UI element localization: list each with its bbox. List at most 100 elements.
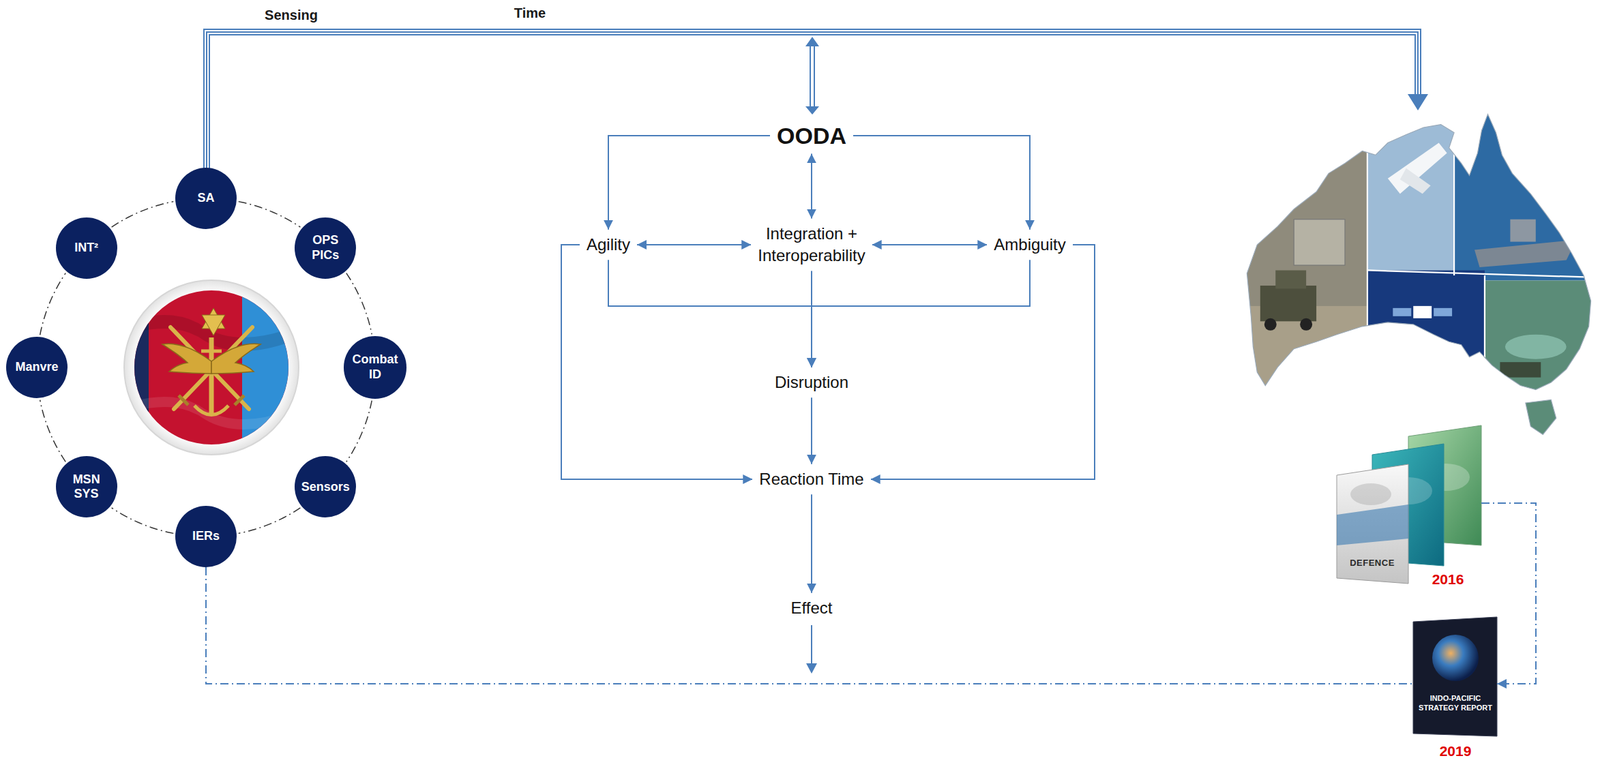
capability-circle: Combat ID xyxy=(343,336,407,399)
vehicle xyxy=(1499,362,1541,378)
node-label: Ambiguity xyxy=(993,233,1066,256)
wheel xyxy=(1299,318,1313,331)
flow-label: Sensing xyxy=(264,7,318,24)
node-label: Reaction Time xyxy=(759,468,864,491)
factor-label: Agility xyxy=(579,229,637,260)
map-tile xyxy=(1239,306,1368,419)
flow-arrow xyxy=(636,244,751,246)
effect-arrow xyxy=(810,625,813,665)
capability-circle: OPS PICs xyxy=(294,217,357,279)
sword-hilt xyxy=(178,395,189,406)
aircraft xyxy=(1387,142,1448,194)
satellite xyxy=(1392,308,1412,317)
map-tile xyxy=(1484,280,1598,439)
node-label: OODA xyxy=(776,122,847,151)
map-tile xyxy=(1367,102,1455,271)
flow-arrow xyxy=(561,244,753,480)
flow-arrow xyxy=(810,153,813,219)
arrow-head xyxy=(805,106,820,115)
eagle-wing xyxy=(211,343,261,374)
node-label: Disruption xyxy=(774,371,849,394)
satellite xyxy=(1413,306,1432,319)
node-label: Effect xyxy=(791,597,833,620)
arrow-head xyxy=(1407,94,1429,111)
sensing-line xyxy=(206,32,1418,169)
stage-label: Reaction Time xyxy=(752,464,871,495)
map-outline xyxy=(1246,114,1591,436)
emblem-frame xyxy=(124,280,299,455)
arrow-head xyxy=(806,663,818,674)
arrow-head xyxy=(805,36,820,47)
flow-arrow xyxy=(853,135,1030,230)
node-label: Sensors xyxy=(301,480,350,496)
cover-title: DEFENCE xyxy=(1349,557,1395,569)
capability-circle: MSN SYS xyxy=(55,456,118,518)
anchor xyxy=(201,349,222,354)
node-label: 2019 xyxy=(1439,743,1472,760)
map-tile xyxy=(1454,102,1597,281)
stage-label: Effect xyxy=(784,593,840,624)
flow-arrow xyxy=(810,397,813,465)
flag-navy xyxy=(129,286,149,451)
document-cover xyxy=(1413,617,1498,737)
reference-link xyxy=(205,567,1414,685)
factor-label: Ambiguity xyxy=(986,229,1073,260)
emblem-star xyxy=(201,315,226,336)
tile-edge xyxy=(1484,275,1486,419)
tile-edge xyxy=(1367,270,1598,277)
flow-arrow xyxy=(872,244,988,246)
cover-map xyxy=(1350,483,1392,506)
eagle-wing xyxy=(162,343,212,374)
loop-heading: OODA xyxy=(769,117,854,155)
flag-red xyxy=(129,286,294,451)
flow-arrow xyxy=(870,244,1095,480)
node-label: 2016 xyxy=(1432,571,1465,588)
stage-label: Disruption xyxy=(767,367,856,398)
capability-circle: Sensors xyxy=(294,456,357,518)
ring-link xyxy=(40,273,67,336)
node-label: SA xyxy=(197,190,215,206)
node-label: Agility xyxy=(586,233,631,256)
map-tile xyxy=(1239,102,1368,317)
node-label: Integration + Interoperability xyxy=(757,223,865,268)
ship xyxy=(1509,219,1536,243)
map-tile xyxy=(1367,270,1485,419)
ring-link xyxy=(346,273,372,335)
node-label: INT² xyxy=(74,240,99,256)
capability-circle: Manvre xyxy=(6,336,68,399)
radar-sweep xyxy=(1505,334,1567,360)
tile-edge xyxy=(1453,102,1455,276)
document-node: 2019 xyxy=(1413,613,1498,762)
reference-link xyxy=(1481,503,1536,685)
ship xyxy=(1474,240,1577,268)
cover-globe xyxy=(1432,634,1479,682)
node-label: MSN SYS xyxy=(72,472,101,502)
sensing-line xyxy=(203,29,1421,169)
capability-circle: INT² xyxy=(55,217,118,279)
ring-link xyxy=(238,201,301,228)
tile-edge xyxy=(1366,102,1369,419)
anchor xyxy=(209,337,215,417)
node-label: Manvre xyxy=(15,360,58,376)
cover-title: INDO-PACIFIC STRATEGY REPORT xyxy=(1418,694,1493,714)
flow-arrow xyxy=(811,259,1030,368)
vehicle xyxy=(1260,285,1317,322)
satellite xyxy=(1433,308,1453,317)
node-label: IERs xyxy=(192,529,220,545)
ring-link xyxy=(346,401,372,463)
node-label: OPS PICs xyxy=(311,233,339,263)
vehicle xyxy=(1275,270,1307,289)
sensing-line xyxy=(209,34,1416,169)
capability-circle: IERs xyxy=(175,506,237,568)
flow-arrow xyxy=(608,135,770,230)
ring-link xyxy=(111,508,174,535)
anchor xyxy=(194,405,229,416)
aircraft xyxy=(1400,168,1431,194)
ring-link xyxy=(40,400,67,463)
node-label: Combat ID xyxy=(351,352,398,382)
flow-arrow xyxy=(608,259,812,368)
factor-label: Integration + Interoperability xyxy=(750,218,872,272)
wheel xyxy=(1264,318,1277,331)
time-link xyxy=(813,45,816,107)
